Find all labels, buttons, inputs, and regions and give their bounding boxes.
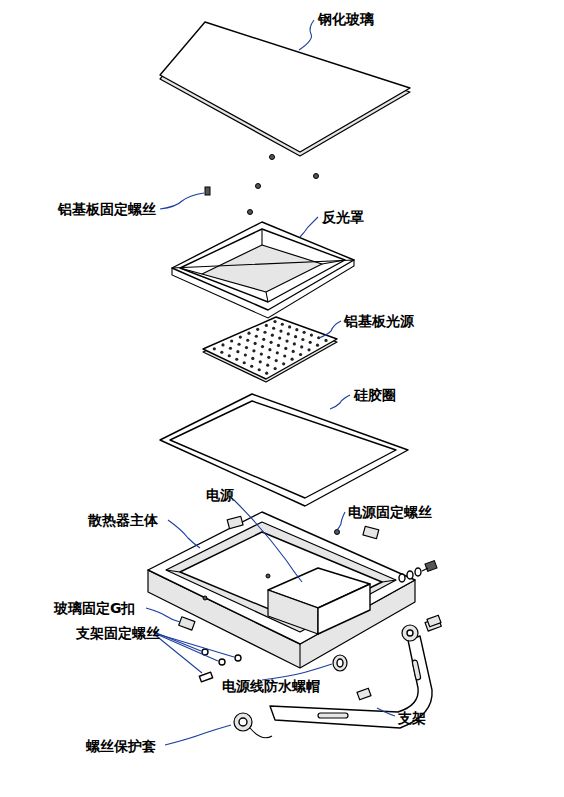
- part-label: 玻璃固定G扣: [54, 600, 136, 616]
- led-dot: [270, 341, 273, 344]
- part-label: 支架: [398, 710, 426, 726]
- led-dot: [247, 332, 250, 335]
- led-dot: [262, 338, 265, 341]
- led-dot: [274, 367, 277, 370]
- led-dot: [250, 365, 253, 368]
- led-dot: [275, 359, 278, 362]
- led-dot: [300, 345, 303, 348]
- led-dot: [290, 358, 293, 361]
- leader-lines: [146, 20, 395, 745]
- led-dot: [316, 344, 319, 347]
- led-dot: [258, 368, 261, 371]
- part-label: 支架固定螺丝: [76, 625, 160, 641]
- led-dot: [265, 324, 268, 327]
- led-dot: [239, 336, 242, 339]
- led-dot: [252, 349, 255, 352]
- led-dot: [279, 329, 282, 332]
- led-dot: [301, 338, 304, 341]
- led-dot: [236, 350, 239, 353]
- led-dot: [272, 327, 275, 330]
- led-dot: [287, 332, 290, 335]
- led-dot: [266, 364, 269, 367]
- led-dot: [263, 331, 266, 334]
- part-label: 铝基板光源: [344, 313, 414, 329]
- part-label: 铝基板固定螺丝: [58, 201, 156, 217]
- part-label: 电源: [206, 487, 234, 503]
- led-dot: [229, 347, 232, 350]
- silicone-ring: [160, 394, 408, 506]
- led-dot: [282, 362, 285, 365]
- part-label: 电源固定螺丝: [348, 504, 432, 520]
- led-dot: [259, 360, 262, 363]
- glass-clips: [179, 516, 442, 631]
- power-screw: [335, 530, 340, 535]
- board-screws: [205, 155, 319, 215]
- led-dot: [288, 325, 291, 328]
- led-dot: [213, 347, 216, 350]
- led-dot: [251, 357, 254, 360]
- led-dot: [255, 335, 258, 338]
- led-dot: [237, 343, 240, 346]
- led-dot: [220, 351, 223, 354]
- tempered-glass: [160, 22, 410, 156]
- led-dot: [285, 339, 288, 342]
- part-label: 电源线防水螺帽: [222, 678, 320, 694]
- led-dot: [309, 341, 312, 344]
- led-dot: [310, 333, 313, 336]
- led-dot: [284, 347, 287, 350]
- led-dot: [260, 352, 263, 355]
- led-dot: [244, 353, 247, 356]
- led-dot: [261, 345, 264, 348]
- heat-sink: [148, 512, 415, 668]
- side-screws: [399, 561, 437, 582]
- led-dot: [299, 353, 302, 356]
- led-dot: [276, 351, 279, 354]
- led-dot: [256, 328, 259, 331]
- led-dot: [273, 320, 276, 323]
- screw-sleeve: [234, 713, 272, 738]
- led-dot: [230, 339, 233, 342]
- led-dot: [243, 361, 246, 364]
- led-dot: [267, 356, 270, 359]
- led-dot: [324, 339, 327, 342]
- part-label: 硅胶圈: [354, 387, 396, 403]
- part-label: 螺丝保护套: [86, 738, 156, 754]
- led-dot: [278, 337, 281, 340]
- led-dot: [271, 334, 274, 337]
- led-dot: [235, 358, 238, 361]
- led-dot: [268, 348, 271, 351]
- led-dot: [294, 335, 297, 338]
- bracket-screws: [199, 649, 241, 682]
- power-supply: [268, 568, 370, 634]
- part-label: 反光罩: [322, 209, 364, 225]
- led-dot: [228, 354, 231, 357]
- led-dot: [295, 328, 298, 331]
- led-dot: [283, 354, 286, 357]
- led-dot: [293, 342, 296, 345]
- led-dot: [254, 342, 257, 345]
- led-dot: [246, 339, 249, 342]
- led-dot: [245, 346, 248, 349]
- led-dot: [281, 323, 284, 326]
- led-dot: [292, 350, 295, 353]
- led-dot: [265, 372, 268, 375]
- reflector: [172, 222, 354, 318]
- led-dot: [307, 348, 310, 351]
- bracket: [270, 615, 441, 728]
- led-board: [203, 317, 337, 382]
- led-dot: [303, 331, 306, 334]
- led-dot: [277, 344, 280, 347]
- waterproof-nut: [333, 655, 347, 671]
- led-dot: [221, 343, 224, 346]
- part-label: 散热器主体: [88, 512, 158, 528]
- part-label: 钢化玻璃: [318, 11, 374, 27]
